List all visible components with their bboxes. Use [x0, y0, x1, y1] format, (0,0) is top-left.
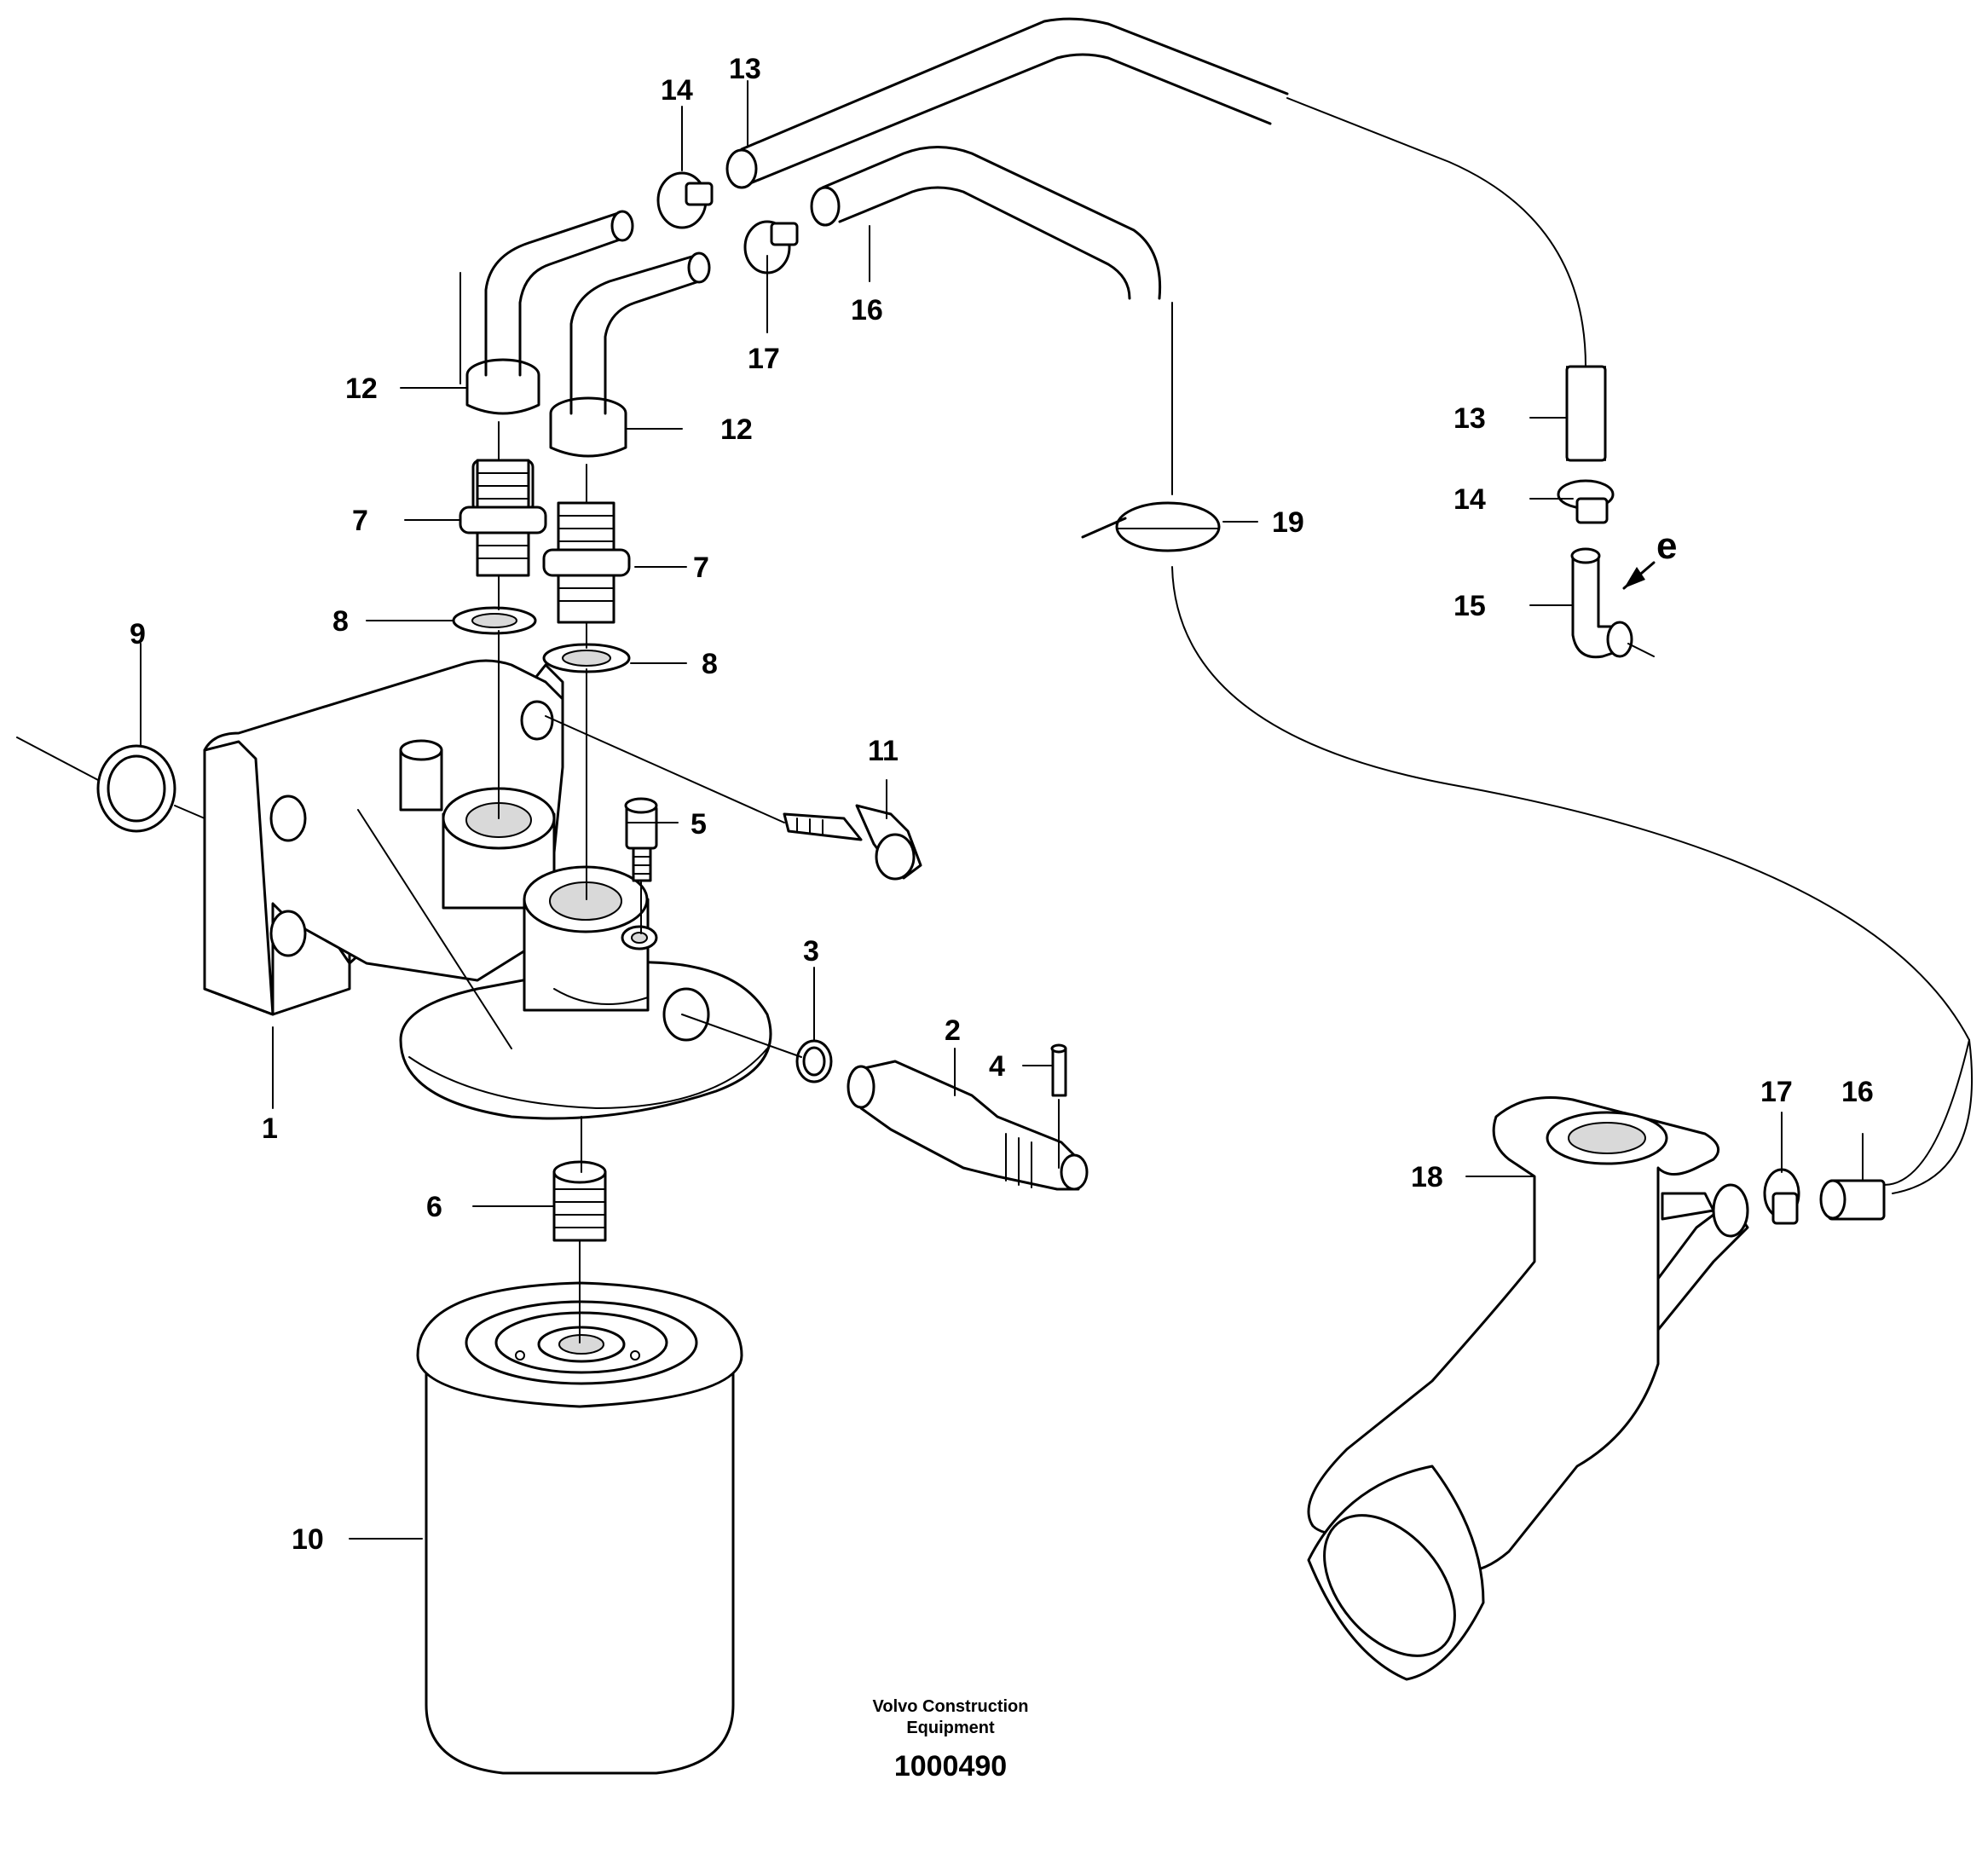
callout-leaders [140, 80, 1864, 1540]
callout-4: 4 [989, 1050, 1005, 1083]
outlet-pipe [1307, 1096, 1749, 1681]
seal-ring [16, 737, 205, 833]
callout-2: 2 [945, 1014, 961, 1047]
elbow-connector [1570, 547, 1655, 659]
hose-13 [725, 17, 1607, 462]
callout-10: 10 [292, 1523, 324, 1556]
socket-screw [624, 797, 658, 934]
callout-14-top: 14 [661, 74, 693, 107]
leader-lines [498, 421, 1970, 1343]
callout-16-right: 16 [1841, 1076, 1874, 1108]
left-fitting-stack [452, 358, 547, 635]
callout-19: 19 [1272, 506, 1304, 539]
caption: Volvo Construction Equipment 1000490 [873, 1697, 1029, 1782]
callout-17-top: 17 [748, 343, 780, 375]
caption-line-1: Volvo Construction [873, 1697, 1029, 1716]
callout-12-left: 12 [345, 373, 378, 405]
callout-1: 1 [262, 1112, 278, 1145]
callout-5: 5 [691, 808, 707, 841]
callout-7-right: 7 [693, 552, 709, 584]
bent-pipes [459, 210, 711, 415]
callout-11: 11 [868, 735, 899, 767]
callout-6: 6 [426, 1191, 442, 1223]
callout-9: 9 [130, 618, 146, 650]
caption-line-2: Equipment [906, 1719, 995, 1737]
hose-16 [810, 146, 1973, 1194]
callout-14-right: 14 [1453, 483, 1486, 516]
filter-housing [203, 659, 772, 1120]
oil-filter [416, 1281, 743, 1775]
flange-bolt [545, 715, 922, 881]
callout-e: e [1656, 525, 1677, 567]
callout-15: 15 [1453, 590, 1486, 622]
callout-12-right: 12 [720, 413, 753, 446]
callout-13-top: 13 [729, 53, 761, 85]
right-fitting-stack [542, 396, 631, 673]
hose-16-lower [1819, 1179, 1886, 1221]
callout-3: 3 [803, 935, 819, 968]
direction-arrow [1622, 561, 1656, 590]
cable-tie [1081, 501, 1221, 552]
callout-7-left: 7 [352, 505, 368, 537]
callout-13-right: 13 [1453, 402, 1486, 435]
sensor-assembly [681, 1014, 1089, 1191]
nipple [552, 1160, 607, 1242]
callout-17-right: 17 [1760, 1076, 1793, 1108]
callout-labels: 1 2 3 4 5 6 7 7 8 8 9 10 11 12 12 13 13 … [130, 53, 1874, 1556]
callout-16-top: 16 [851, 294, 883, 326]
hose-clamps [656, 171, 1800, 1225]
callout-8-right: 8 [702, 648, 718, 680]
callout-8-left: 8 [332, 605, 349, 638]
callout-18: 18 [1411, 1161, 1443, 1193]
caption-number: 1000490 [894, 1750, 1007, 1782]
